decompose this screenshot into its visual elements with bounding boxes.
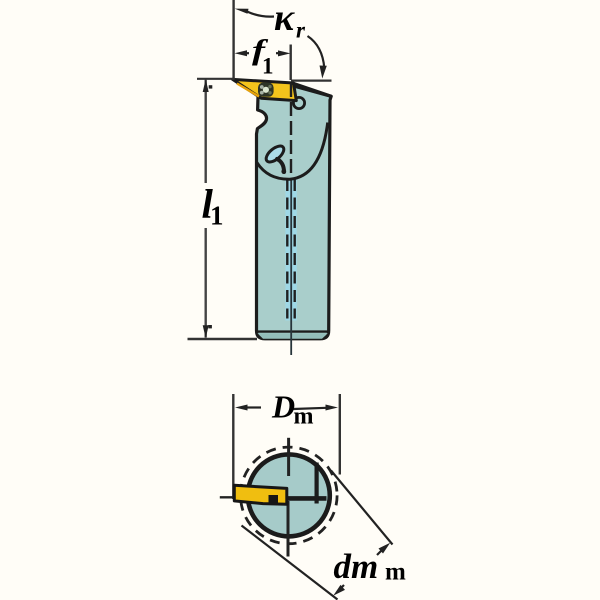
svg-text:1: 1 [262, 54, 274, 79]
svg-text:m: m [385, 559, 406, 586]
svg-text:dm: dm [334, 547, 379, 586]
svg-text:l: l [202, 181, 214, 227]
svg-text:m: m [294, 403, 314, 429]
svg-text:κ: κ [274, 0, 295, 39]
svg-text:r: r [296, 18, 306, 43]
svg-text:f: f [252, 36, 269, 67]
svg-text:1: 1 [210, 201, 224, 231]
svg-text:D: D [271, 388, 295, 424]
